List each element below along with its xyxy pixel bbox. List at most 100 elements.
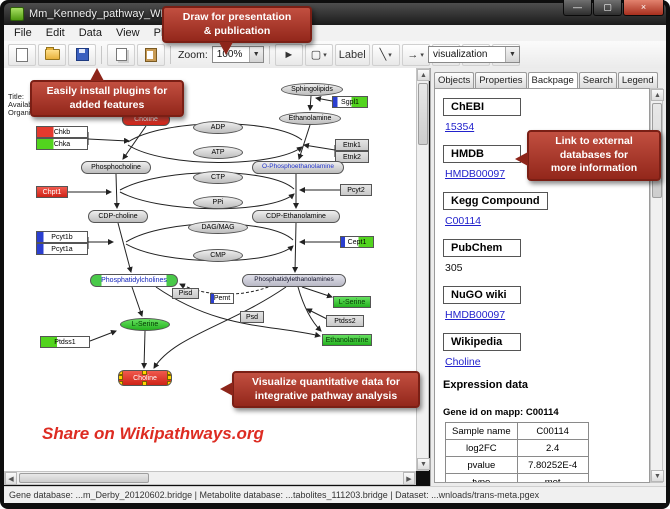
node-cdp-ethanolamine[interactable]: CDP-Ethanolamine: [252, 210, 340, 223]
app-icon: [10, 7, 24, 21]
maximize-button[interactable]: ▢: [593, 0, 622, 16]
node-choline[interactable]: Choline: [118, 370, 172, 386]
db-link-hmdb[interactable]: HMDB00097: [445, 168, 506, 180]
minimize-button[interactable]: —: [563, 0, 592, 16]
horizontal-scrollbar[interactable]: ◀ ▶: [4, 471, 416, 485]
tab-search[interactable]: Search: [578, 72, 617, 89]
new-file-icon: [16, 47, 28, 62]
node-ppi[interactable]: PPi: [193, 196, 243, 209]
vertical-scrollbar[interactable]: ▲ ▼: [416, 68, 430, 471]
tab-backpage[interactable]: Backpage: [527, 72, 578, 89]
selection-handle[interactable]: [167, 371, 171, 375]
node-adp[interactable]: ADP: [193, 121, 243, 134]
selection-handle[interactable]: [167, 375, 171, 380]
node-pcyt1a[interactable]: Pcyt1a: [36, 243, 88, 255]
node-phosphatidylcholines[interactable]: Phosphatidylcholines: [90, 274, 178, 287]
arrow-tool[interactable]: →▾: [401, 43, 430, 66]
menu-data[interactable]: Data: [78, 27, 102, 39]
node-l-serine[interactable]: L-Serine: [333, 296, 371, 308]
db-link-chebi[interactable]: 15354: [445, 121, 475, 133]
selection-handle[interactable]: [119, 375, 123, 380]
selection-handle[interactable]: [119, 381, 123, 385]
maximize-icon: ▢: [603, 2, 612, 12]
scroll-up-icon[interactable]: ▲: [651, 89, 664, 101]
node-etnk2[interactable]: Etnk2: [335, 151, 369, 163]
node-psd[interactable]: Psd: [240, 311, 264, 323]
db-link-nugo-wiki[interactable]: HMDB00097: [445, 309, 506, 321]
node-sphingolipids[interactable]: Sphingolipids: [281, 83, 343, 96]
horizontal-scroll-thumb[interactable]: [19, 473, 149, 483]
node-pcyt2[interactable]: Pcyt2: [340, 184, 372, 196]
paste-icon: [145, 47, 157, 62]
node-o-phosphoethanolamine[interactable]: O-Phosphoethanolamine: [252, 161, 344, 174]
label-tool[interactable]: Label: [334, 43, 370, 66]
selection-handle[interactable]: [119, 371, 123, 375]
callout-link-line2: databases for: [559, 148, 629, 161]
node-pisd[interactable]: Pisd: [172, 288, 199, 299]
vertical-scroll-thumb[interactable]: [418, 83, 428, 145]
node-cmp[interactable]: CMP: [193, 249, 243, 262]
selection-handle[interactable]: [167, 381, 171, 385]
chevron-down-icon: ▾: [388, 51, 392, 59]
selection-handle[interactable]: [142, 381, 147, 385]
node-ethanolamine[interactable]: Ethanolamine: [322, 334, 372, 346]
open-file-button[interactable]: [38, 43, 66, 66]
save-icon: [75, 48, 89, 61]
scroll-down-icon[interactable]: ▼: [651, 470, 664, 482]
node-dag-mag[interactable]: DAG/MAG: [188, 221, 248, 234]
expr-cell: 2.4: [516, 439, 589, 457]
line-tool[interactable]: ╲▾: [371, 43, 400, 66]
new-file-button[interactable]: [8, 43, 36, 66]
status-text: Gene database: ...m_Derby_20120602.bridg…: [9, 490, 540, 500]
node-cdp-choline[interactable]: CDP-choline: [88, 210, 148, 223]
menu-view[interactable]: View: [115, 27, 140, 39]
tab-legend[interactable]: Legend: [617, 72, 658, 89]
node-ethanolamine[interactable]: Ethanolamine: [279, 112, 341, 125]
db-link-kegg-compound[interactable]: C00114: [445, 215, 482, 227]
node-pcyt1b[interactable]: Pcyt1b: [36, 231, 88, 243]
scroll-up-icon[interactable]: ▲: [417, 69, 430, 81]
db-header-chebi: ChEBI: [443, 98, 521, 116]
scroll-right-icon[interactable]: ▶: [403, 472, 415, 485]
node-pemt[interactable]: Pemt: [210, 293, 234, 304]
paste-button[interactable]: [137, 43, 165, 66]
node-phosphatidylethanolamines[interactable]: Phosphatidylethanolamines: [242, 274, 346, 287]
toolbar-separator: [101, 45, 102, 64]
callout-pointer-icon: [515, 152, 528, 166]
pathway-canvas[interactable]: Title:Availability:Organism: Sphingolipi…: [4, 68, 416, 471]
node-cept1[interactable]: Cept1: [340, 236, 374, 248]
node-l-serine[interactable]: L-Serine: [120, 318, 170, 331]
selection-handle[interactable]: [142, 371, 147, 375]
node-phosphocholine[interactable]: Phosphocholine: [81, 161, 151, 174]
db-header-kegg-compound: Kegg Compound: [443, 192, 548, 210]
node-chpt1[interactable]: Chpt1: [36, 186, 68, 198]
tab-objects[interactable]: Objects: [434, 72, 475, 89]
node-sgpl1[interactable]: Sgpl1: [332, 96, 368, 108]
scroll-down-icon[interactable]: ▼: [417, 458, 430, 470]
node-chkb[interactable]: Chkb: [36, 126, 88, 138]
close-button[interactable]: ×: [623, 0, 664, 16]
scroll-left-icon[interactable]: ◀: [5, 472, 17, 485]
visualization-combobox[interactable]: visualization ▼: [428, 46, 520, 63]
node-chka[interactable]: Chka: [36, 138, 88, 150]
menu-file[interactable]: File: [14, 27, 32, 39]
chevron-down-icon: ▼: [505, 47, 519, 62]
datanode-tool[interactable]: ▢▾: [304, 43, 333, 66]
tab-properties[interactable]: Properties: [475, 72, 527, 89]
callout-plugins: Easily install plugins for added feature…: [30, 68, 184, 118]
save-button[interactable]: [68, 43, 96, 66]
datanode-tool-icon: ▢: [310, 49, 322, 61]
expr-cell: 7.80252E-4: [516, 456, 589, 474]
db-link-wikipedia[interactable]: Choline: [445, 356, 481, 368]
node-etnk1[interactable]: Etnk1: [335, 139, 369, 151]
menu-edit[interactable]: Edit: [45, 27, 65, 39]
node-atp[interactable]: ATP: [193, 146, 243, 159]
node-ptdss1[interactable]: Ptdss1: [40, 336, 90, 348]
node-ctp[interactable]: CTP: [193, 171, 243, 184]
pathway-info-line: Organism:: [8, 108, 43, 117]
copy-button[interactable]: [107, 43, 135, 66]
select-tool[interactable]: ►: [274, 43, 303, 66]
node-ptdss2[interactable]: Ptdss2: [326, 315, 364, 327]
